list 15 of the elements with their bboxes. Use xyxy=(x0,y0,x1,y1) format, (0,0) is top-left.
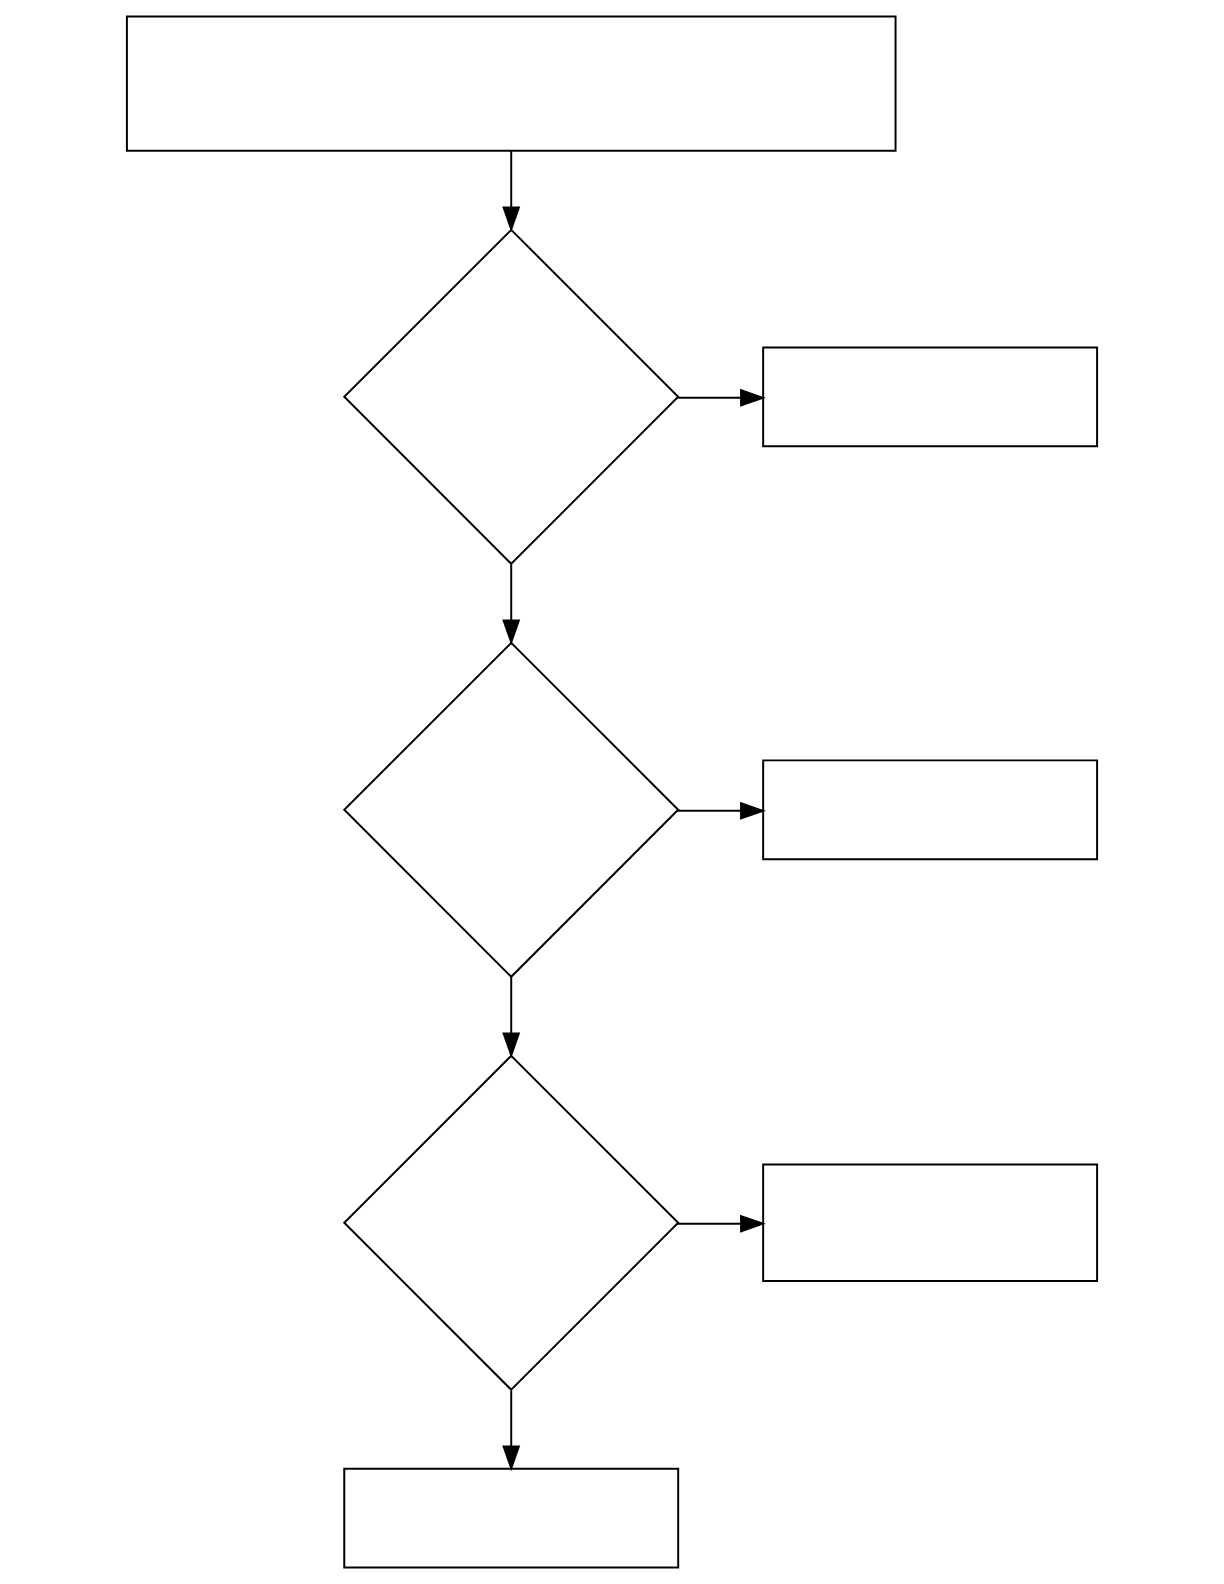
arrow xyxy=(676,801,766,820)
arrow xyxy=(502,1389,521,1472)
arrow xyxy=(676,388,766,407)
arrow xyxy=(502,976,521,1059)
node-diamond xyxy=(342,1054,680,1392)
arrow xyxy=(502,149,521,233)
node-box xyxy=(343,1467,680,1569)
node-diamond xyxy=(342,228,680,566)
node-diamond xyxy=(342,641,680,979)
node-box xyxy=(125,15,897,152)
node-box xyxy=(762,759,1099,861)
node-box xyxy=(762,1163,1099,1283)
arrow xyxy=(676,1214,766,1233)
arrow xyxy=(502,563,521,646)
node-box xyxy=(762,346,1099,448)
